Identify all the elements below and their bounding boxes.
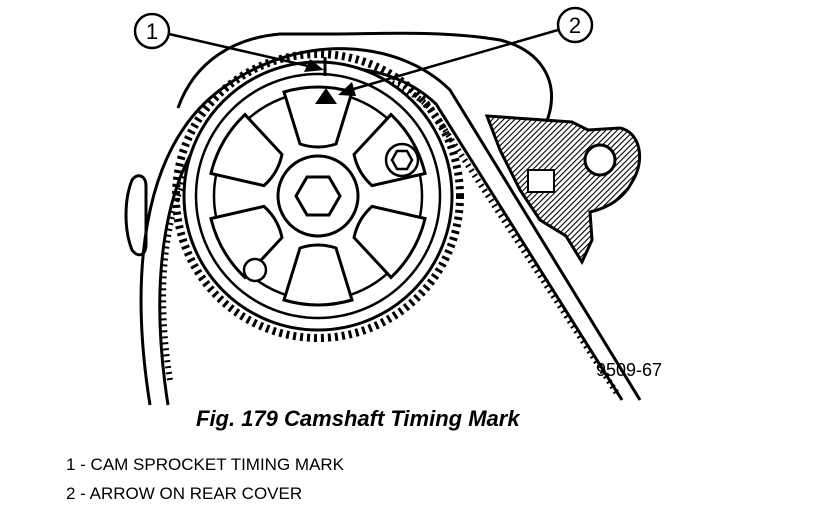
legend-item-2: 2 - ARROW ON REAR COVER xyxy=(66,484,303,503)
rear-cover-boss xyxy=(124,174,148,257)
belt-tensioner-bracket xyxy=(484,114,642,266)
part-number: 9509-67 xyxy=(596,360,662,380)
lower-window-bolt xyxy=(242,257,268,283)
legend-item-1: 1 - CAM SPROCKET TIMING MARK xyxy=(66,455,345,474)
callout-2: 2 xyxy=(338,6,594,96)
rear-cover-outline xyxy=(176,31,553,130)
center-bolt xyxy=(294,175,342,217)
cam-sprocket xyxy=(172,50,464,342)
callout-1: 1 xyxy=(133,12,324,72)
rear-cover-arrow xyxy=(315,88,337,104)
sprocket-window-bolt xyxy=(384,142,420,178)
figure-caption: Fig. 179 Camshaft Timing Mark xyxy=(196,406,520,431)
callout-1-label: 1 xyxy=(146,19,158,44)
callout-2-label: 2 xyxy=(569,13,581,38)
